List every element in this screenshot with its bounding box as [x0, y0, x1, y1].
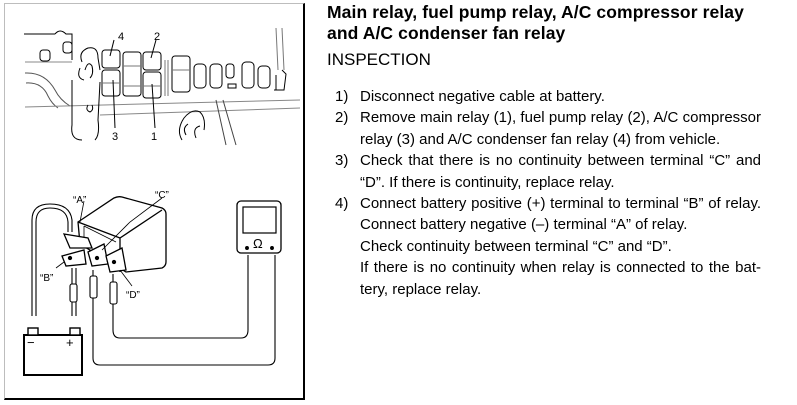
- wire-negative: [31, 203, 73, 316]
- relay-middle: [122, 51, 142, 97]
- title-line-2: and A/C condenser fan relay: [327, 23, 566, 43]
- leader-line-3: [112, 79, 116, 129]
- callout-1: 1: [151, 131, 157, 143]
- step-text: relay (3) and A/C condenser fan relay (4…: [360, 130, 721, 148]
- battery-terminal-positive: [69, 327, 81, 336]
- fuse: [209, 63, 223, 89]
- relay-2: [142, 51, 162, 71]
- leader-b: [55, 261, 65, 269]
- step-text: “D”. If there is continuity, replace rel…: [360, 173, 615, 191]
- callout-2: 2: [154, 31, 160, 43]
- battery: [23, 334, 83, 376]
- leader-a: [79, 200, 85, 223]
- wire-d-to-meter: [112, 255, 249, 339]
- hand-finger: [84, 63, 94, 79]
- fuse: [225, 63, 235, 79]
- step-number: 3): [335, 152, 349, 170]
- panel-hole: [62, 41, 73, 54]
- fuse: [193, 63, 207, 89]
- wire-negative-inner: [35, 207, 69, 316]
- terminal-label-d: “D”: [126, 290, 140, 301]
- battery-negative-symbol: −: [27, 335, 35, 350]
- step-number: 4): [335, 195, 349, 213]
- hand-left: [71, 47, 101, 141]
- callout-3: 3: [112, 131, 118, 143]
- section-heading: INSPECTION: [327, 50, 431, 69]
- panel-edge: [24, 99, 301, 108]
- terminal-b-blade: [61, 249, 87, 267]
- leader-line-1: [151, 83, 156, 129]
- fuse-slot: [227, 83, 237, 89]
- relay-box-drawing: [24, 27, 301, 146]
- page-title: Main relay, fuel pump relay, A/C compres…: [327, 2, 744, 44]
- step-text: Connect battery positive (+) terminal to…: [360, 195, 761, 213]
- fuse: [241, 61, 255, 89]
- fuse: [257, 65, 271, 89]
- harness-line: [24, 72, 71, 109]
- ohmmeter-jack: [270, 246, 274, 250]
- ohmmeter-display: [242, 206, 277, 234]
- hand-line: [215, 99, 237, 146]
- terminal-a-blade: [62, 233, 93, 249]
- step-number: 2): [335, 109, 349, 127]
- leader-line-2: [150, 39, 157, 59]
- step-text: tery, replace relay.: [360, 280, 482, 298]
- relay-1: [142, 71, 162, 99]
- hand-right: [178, 110, 205, 141]
- battery-terminal-negative: [27, 327, 39, 336]
- callout-4: 4: [118, 31, 124, 43]
- step-text: Remove main relay (1), fuel pump relay (…: [360, 109, 761, 127]
- step-text: Connect battery negative (–) terminal “A…: [360, 216, 688, 234]
- cable: [275, 27, 285, 71]
- connector: [274, 69, 287, 91]
- wire-d-sleeve: [109, 281, 118, 305]
- ohm-symbol: Ω: [253, 236, 263, 251]
- title-line-1: Main relay, fuel pump relay, A/C compres…: [327, 2, 744, 22]
- illustration-frame: [4, 3, 305, 400]
- step-3: 3) Check that there is no continuity bet…: [335, 150, 761, 193]
- relay-right: [171, 55, 191, 93]
- step-1: 1) Disconnect negative cable at battery.: [335, 86, 761, 107]
- wire-c-to-meter: [92, 255, 276, 366]
- terminal-label-c: “C”: [155, 190, 169, 201]
- wire-positive-sleeve: [69, 283, 78, 303]
- step-number: 1): [335, 88, 349, 105]
- terminal-label-a: “A”: [73, 195, 86, 206]
- leader-d: [119, 269, 133, 287]
- panel-hole: [39, 49, 51, 62]
- terminal-d-blade: [105, 247, 127, 273]
- step-2: 2) Remove main relay (1), fuel pump rela…: [335, 107, 761, 150]
- battery-positive-symbol: +: [66, 335, 74, 350]
- leader-c: [101, 197, 163, 251]
- step-4: 4) Connect battery positive (+) terminal…: [335, 193, 761, 300]
- wire-c-sleeve: [89, 275, 98, 299]
- step-text: Check that there is no continuity betwee…: [360, 152, 761, 170]
- terminal-label-b: “B”: [40, 273, 53, 284]
- leader-line-4: [109, 39, 115, 57]
- step-text: Disconnect negative cable at battery.: [360, 88, 605, 105]
- ohmmeter-jack: [245, 246, 249, 250]
- inspection-steps: 1) Disconnect negative cable at battery.…: [335, 86, 761, 300]
- relay-illustration: 4 2 3 1 − +: [23, 27, 301, 376]
- panel-edge: [24, 30, 73, 60]
- step-text: If there is no continuity when relay is …: [360, 259, 761, 277]
- step-text: Check continuity between terminal “C” an…: [360, 237, 672, 255]
